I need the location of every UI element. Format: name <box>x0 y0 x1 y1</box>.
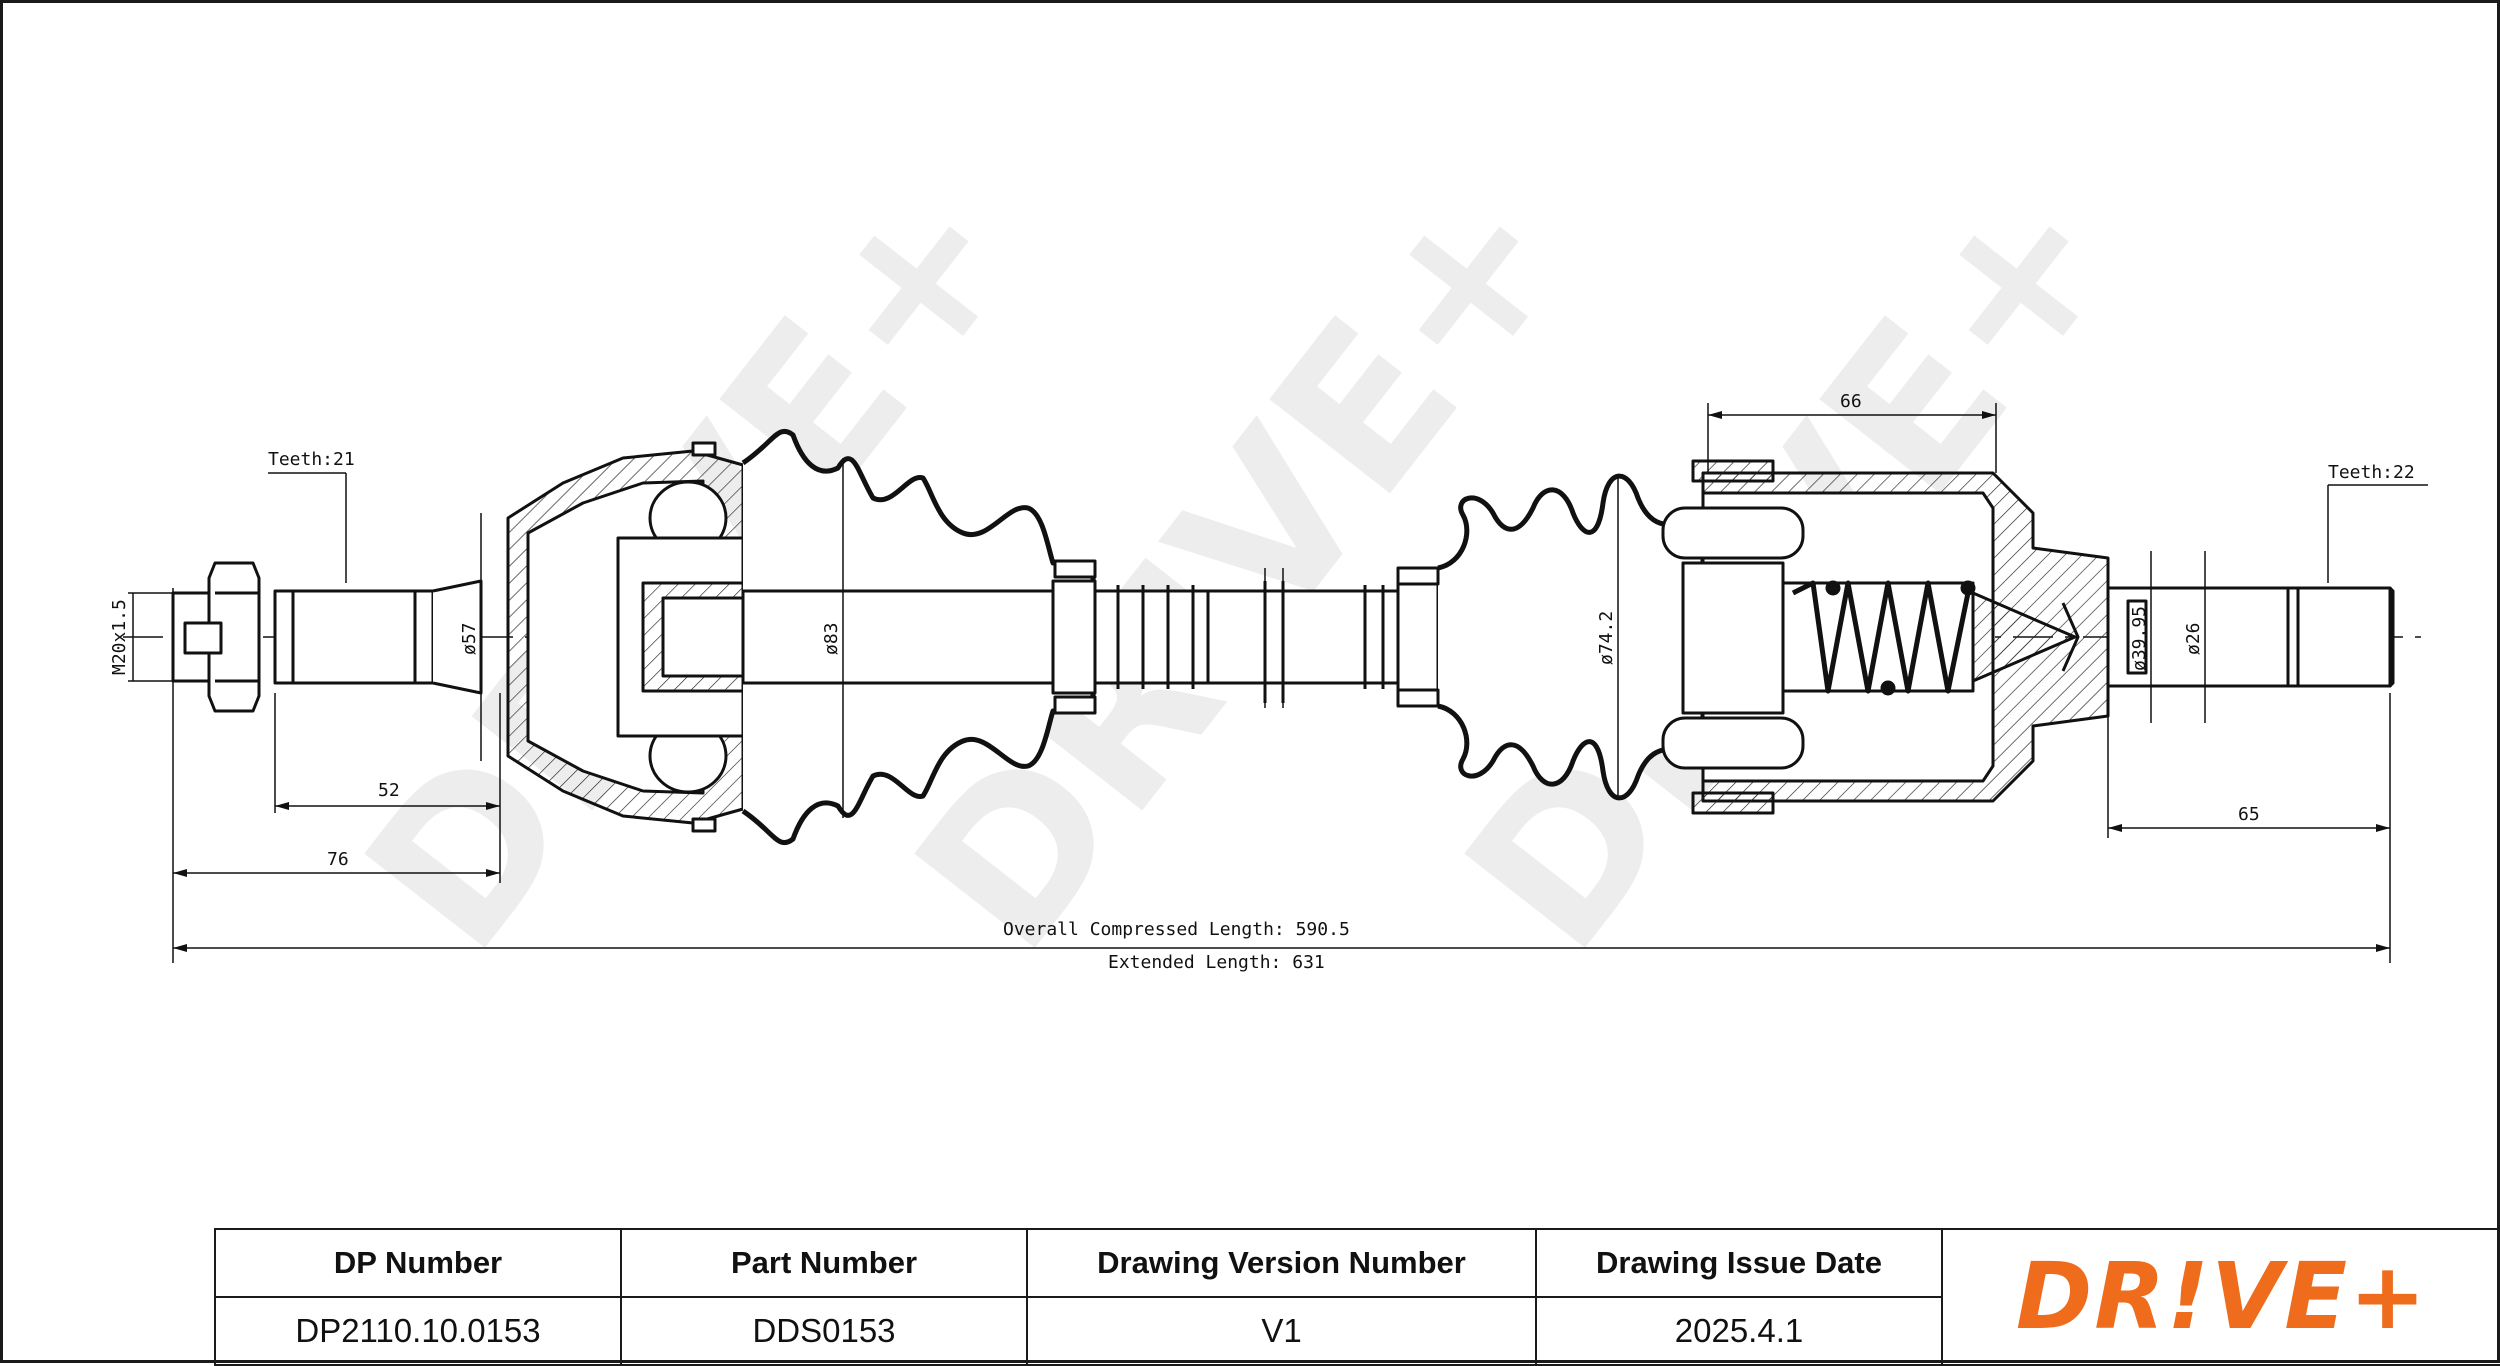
dimension-labels: Teeth:21 Teeth:22 M20x1.5 ø57 ø83 ø74.2 … <box>109 391 2415 973</box>
value-drawing-version: V1 <box>1026 1296 1537 1366</box>
left-stub <box>171 561 483 713</box>
header-part-number: Part Number <box>620 1228 1028 1298</box>
dim-65-label: 65 <box>2238 804 2260 825</box>
right-stub <box>2106 586 2395 688</box>
arrow-heads <box>173 411 2390 952</box>
outer-cv-joint <box>506 441 755 833</box>
dim-66-label: 66 <box>1840 391 1862 412</box>
extended-length-label: Extended Length: 631 <box>1108 952 1325 973</box>
left-teeth-label: Teeth:21 <box>268 449 355 470</box>
inner-tripod-joint <box>1661 459 2110 815</box>
overall-compressed-label: Overall Compressed Length: 590.5 <box>1003 919 1350 940</box>
logo-cell: DR!VE+ <box>1941 1228 2500 1366</box>
dia-57-label: ø57 <box>459 622 480 655</box>
header-issue-date: Drawing Issue Date <box>1535 1228 1943 1298</box>
header-drawing-version: Drawing Version Number <box>1026 1228 1537 1298</box>
dia-83-label: ø83 <box>821 622 842 655</box>
dim-76-label: 76 <box>327 849 349 870</box>
dia-26-label: ø26 <box>2183 622 2204 655</box>
dimension-lines <box>128 403 2428 963</box>
dim-52-label: 52 <box>378 780 400 801</box>
dia-39-95-label: ø39.95 <box>2129 606 2150 671</box>
value-part-number: DDS0153 <box>620 1296 1028 1366</box>
brand-logo: DR!VE+ <box>2015 1243 2429 1350</box>
value-issue-date: 2025.4.1 <box>1535 1296 1943 1366</box>
value-dp-number: DP2110.10.0153 <box>214 1296 622 1366</box>
dia-74-2-label: ø74.2 <box>1596 611 1617 665</box>
thread-label: M20x1.5 <box>109 599 130 675</box>
driveshaft-drawing: DRIVE+ DRIVE+ DRIVE+ <box>109 137 2428 994</box>
header-dp-number: DP Number <box>214 1228 622 1298</box>
right-teeth-label: Teeth:22 <box>2328 462 2415 483</box>
title-block: DP Number Part Number Drawing Version Nu… <box>214 1228 2500 1366</box>
